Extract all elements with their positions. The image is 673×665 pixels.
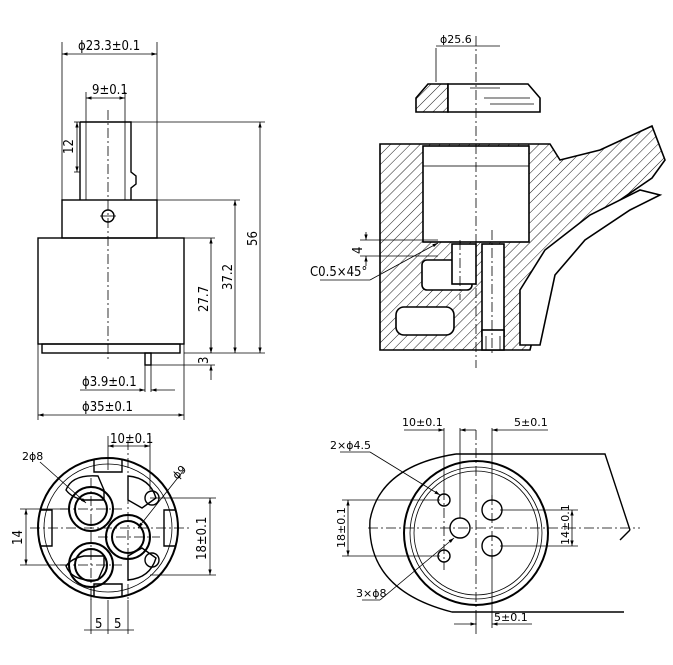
dim-width-10: 10±0.1 xyxy=(110,432,153,447)
label-2-holes-4-5: 2×ϕ4.5 xyxy=(330,439,371,452)
dim-height-18-left: 18±0.1 xyxy=(195,517,210,560)
dim-chamfer: C0.5×45° xyxy=(310,265,367,280)
dim-width-5-right-bottom: 5±0.1 xyxy=(494,611,528,624)
dim-height-12: 12 xyxy=(62,139,77,154)
dim-diameter-23-3: ϕ23.3±0.1 xyxy=(78,39,140,54)
cartridge-bottom-view xyxy=(20,436,216,634)
dim-height-56: 56 xyxy=(246,231,261,246)
dim-width-5-a: 5 xyxy=(95,617,102,632)
dim-height-18-right: 18±0.1 xyxy=(335,507,348,548)
dim-height-14: 14 xyxy=(11,530,26,545)
dim-diameter-3-9: ϕ3.9±0.1 xyxy=(82,375,137,390)
housing-section-view xyxy=(320,36,666,368)
dim-height-3: 3 xyxy=(197,357,212,364)
dim-diameter-35: ϕ35±0.1 xyxy=(82,400,133,415)
dim-width-5-right-top: 5±0.1 xyxy=(514,416,548,429)
dim-diameter-25-6: ϕ25.6 xyxy=(440,33,472,46)
housing-bottom-view xyxy=(340,428,640,634)
dim-height-27-7: 27.7 xyxy=(197,286,212,312)
dim-width-5-b: 5 xyxy=(114,617,121,632)
label-3-holes-8: 3×ϕ8 xyxy=(356,587,386,600)
dim-height-14-right: 14±0.1 xyxy=(559,504,572,545)
dim-diameter-9: ϕ9 xyxy=(170,463,189,482)
dim-width-9: 9±0.1 xyxy=(92,83,128,98)
dim-height-4: 4 xyxy=(351,247,366,254)
cartridge-side-view xyxy=(37,42,265,420)
dim-height-37-2: 37.2 xyxy=(221,264,236,290)
dim-width-10-right: 10±0.1 xyxy=(402,416,443,429)
label-2-holes-8: 2ϕ8 xyxy=(22,450,43,463)
